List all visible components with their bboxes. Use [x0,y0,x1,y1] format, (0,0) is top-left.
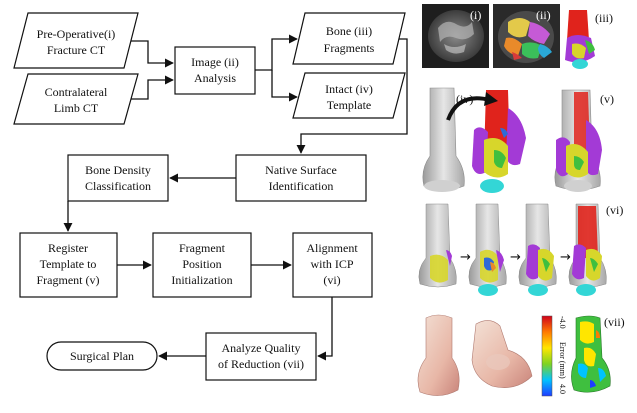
node-preop [13,12,139,69]
error-colorbar [541,315,553,397]
arrow-contra-analysis [131,75,174,100]
colorbar-top-label: -4.0 [558,316,567,329]
panel-iii: (iii) [565,10,613,69]
panel-vii-label: (vii) [604,315,625,329]
node-contra [13,73,139,125]
panel-iii-label: (iii) [595,11,613,25]
node-fragpos-line1: Fragment [179,241,226,255]
node-density [67,154,169,202]
node-density-line1: Bone Density [85,163,151,177]
arrow-preop-analysis [131,40,174,68]
svg-text:→: → [510,250,521,265]
node-preop-line1: Pre-Operative(i) [37,27,116,41]
arrow-to-native [296,38,408,154]
node-contra-line1: Contralateral [45,85,108,99]
arrow-analysis-bone [255,34,298,71]
node-quality [205,332,317,381]
arrow-analysis-intact [271,70,298,102]
node-align-line2: with ICP [310,257,353,271]
node-density-line2: Classification [85,179,151,193]
node-contra-line2: Limb CT [54,101,99,115]
node-surgical [46,341,158,371]
panel-ii-label: (ii) [536,8,551,22]
node-intact [292,72,406,119]
colorbar-axis-label: Error (mm) [558,342,567,379]
node-intact-line2: Template [327,98,371,112]
node-register-line1: Register [48,241,88,255]
panel-v: (v) [554,89,614,192]
node-register [19,232,118,298]
panel-iv-label: (iv) [456,92,473,106]
node-native-line1: Native Surface [265,163,337,177]
node-analysis-line1: Image (ii) [191,55,239,69]
colorbar-bottom-label: 4.0 [558,384,567,394]
panel-iv: (iv) [422,87,526,193]
node-quality-line2: of Reduction (vii) [218,357,304,371]
node-register-line3: Fragment (v) [37,273,100,287]
node-native [235,154,367,202]
panel-ii: (ii) [493,4,560,68]
node-surgical-line1: Surgical Plan [70,349,134,363]
node-register-line2: Template to [40,257,97,271]
svg-text:→: → [460,250,471,265]
node-preop-line2: Fracture CT [47,43,106,57]
node-align-line3: (vi) [323,273,340,287]
node-intact-line1: Intact (iv) [325,82,373,96]
svg-text:→: → [560,250,571,265]
panel-i-label: (i) [470,8,481,22]
panel-vi-label: (vi) [606,203,623,217]
panel-i: (i) [422,4,489,68]
node-analysis-line2: Analysis [194,71,236,85]
panel-v-label: (v) [600,92,614,106]
node-bone-line1: Bone (iii) [326,24,372,38]
node-bone [292,12,406,65]
arrow-align-quality [317,297,333,361]
panel-vi: → → → (vi) [418,203,623,296]
node-fragpos-line2: Position [182,257,221,271]
panel-vii: -4.0 Error (mm) 4.0 (vii) [417,314,625,397]
node-analysis [174,46,256,95]
node-align [292,232,373,298]
node-bone-line2: Fragments [324,41,375,55]
node-fragpos-line3: Initialization [171,273,232,287]
node-native-line2: Identification [269,179,334,193]
node-align-line1: Alignment [306,241,358,255]
node-quality-line1: Analyze Quality [222,341,301,355]
